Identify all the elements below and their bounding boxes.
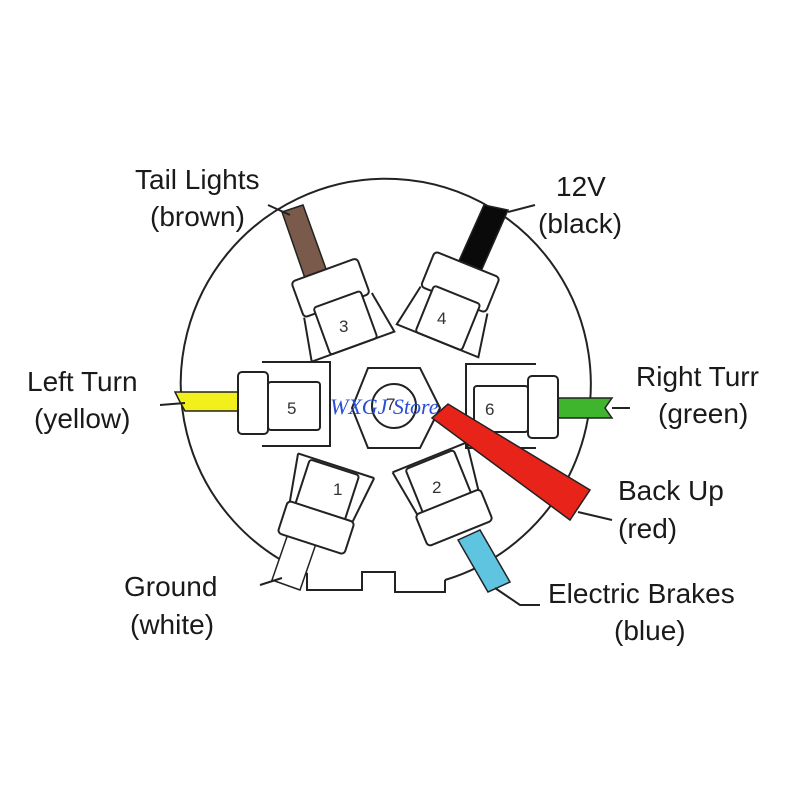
pin-number-1: 1 [333, 480, 342, 499]
label-brown: (brown) [150, 201, 245, 232]
pin-number-5: 5 [287, 399, 296, 418]
label-right-turn: Right Turr [636, 361, 759, 392]
wire-pin-6 [554, 397, 614, 419]
pin-number-2: 2 [432, 478, 441, 497]
terminal-pin-1 [277, 452, 376, 555]
terminal-pin-2 [391, 441, 493, 547]
label-tail-lights: Tail Lights [135, 164, 260, 195]
wire-pin-5 [173, 391, 246, 412]
watermark: WXGJ Store [330, 394, 439, 419]
pin-number-3: 3 [339, 317, 348, 336]
pin-number-4: 4 [437, 309, 446, 328]
label-blue: (blue) [614, 615, 686, 646]
terminal-pin-4 [395, 251, 500, 359]
leader-lines [159, 204, 630, 606]
label-red: (red) [618, 513, 677, 544]
wire-pin-7 [430, 403, 592, 522]
label-green: (green) [658, 398, 748, 429]
label-back-up: Back Up [618, 475, 724, 506]
connector-body [179, 177, 592, 593]
wire-pin-2 [456, 529, 512, 593]
label-yellow: (yellow) [34, 403, 130, 434]
label-white: (white) [130, 609, 214, 640]
terminals [237, 251, 559, 555]
pin-numbers: 3 4 5 6 7 1 2 [287, 309, 494, 499]
pin-number-6: 6 [485, 400, 494, 419]
terminal-pin-5 [237, 361, 331, 447]
pin-number-7: 7 [386, 395, 395, 414]
label-ground: Ground [124, 571, 217, 602]
terminal-pin-7 [350, 367, 442, 449]
label-12v: 12V [556, 171, 606, 202]
terminal-pin-6 [465, 363, 559, 449]
label-black: (black) [538, 208, 622, 239]
terminal-pin-3 [291, 258, 396, 364]
labels: Tail Lights (brown) 12V (black) Left Tur… [27, 164, 759, 646]
label-left-turn: Left Turn [27, 366, 138, 397]
label-electric-brakes: Electric Brakes [548, 578, 735, 609]
